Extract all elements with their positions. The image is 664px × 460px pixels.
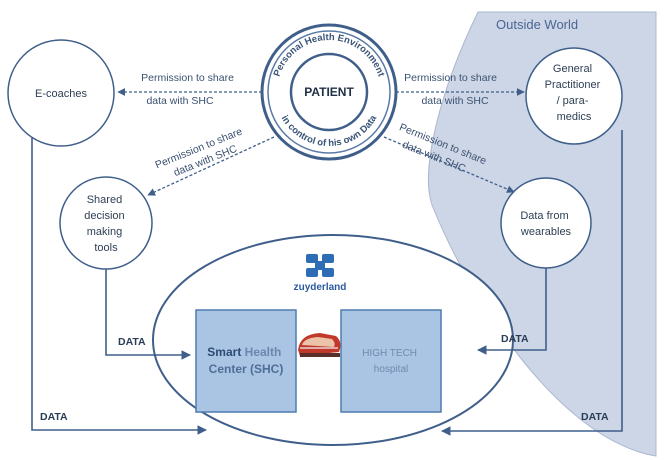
data-label-shared-tools: DATA — [118, 336, 146, 348]
shc-label: Smart Health Center (SHC) — [207, 345, 284, 376]
wearables-label: Data from wearables — [520, 210, 572, 238]
data-flow-e-coaches — [31, 138, 207, 435]
patient-node[interactable]: Personal Health Environment in control o… — [260, 23, 398, 161]
patient-label: PATIENT — [304, 85, 354, 99]
train-image — [298, 333, 341, 357]
permission-label-right: Permission to share data with SHC — [404, 72, 500, 107]
zuyderland-logo-text: zuyderland — [294, 282, 347, 293]
data-label-wearables: DATA — [501, 333, 529, 345]
data-label-general-practitioner: DATA — [581, 411, 609, 423]
permission-label-lower-left: Permission to share data with SHC — [154, 124, 252, 184]
data-label-e-coaches: DATA — [40, 411, 68, 423]
general-practitioner-label: General Practitioner / para- medics — [545, 63, 604, 123]
data-flow-wearables — [477, 268, 547, 355]
zuyderland-logo-icon — [306, 254, 334, 277]
permission-label-left: Permission to share data with SHC — [141, 72, 237, 107]
high-tech-hospital-label: HIGH TECH hospital — [362, 348, 420, 375]
data-flow-general-practitioner — [441, 130, 623, 436]
zuyderland-logo: zuyderland — [294, 254, 347, 293]
wearables-node[interactable]: Data from wearables — [500, 177, 592, 269]
permission-arrow-lower-left — [147, 136, 275, 196]
shared-decision-node[interactable]: Shared decision making tools — [59, 176, 153, 270]
e-coaches-label: E-coaches — [35, 88, 87, 100]
permission-arrow-lower-right — [383, 136, 515, 193]
high-tech-hospital-box[interactable]: HIGH TECH hospital — [340, 309, 442, 413]
shared-decision-label: Shared decision making tools — [84, 194, 127, 254]
e-coaches-node[interactable]: E-coaches — [7, 39, 115, 147]
general-practitioner-node[interactable]: General Practitioner / para- medics — [525, 47, 623, 145]
outside-world-label: Outside World — [496, 17, 578, 32]
data-flow-shared-tools — [105, 269, 191, 360]
smart-health-center-box[interactable]: Smart Health Center (SHC) — [195, 309, 297, 413]
